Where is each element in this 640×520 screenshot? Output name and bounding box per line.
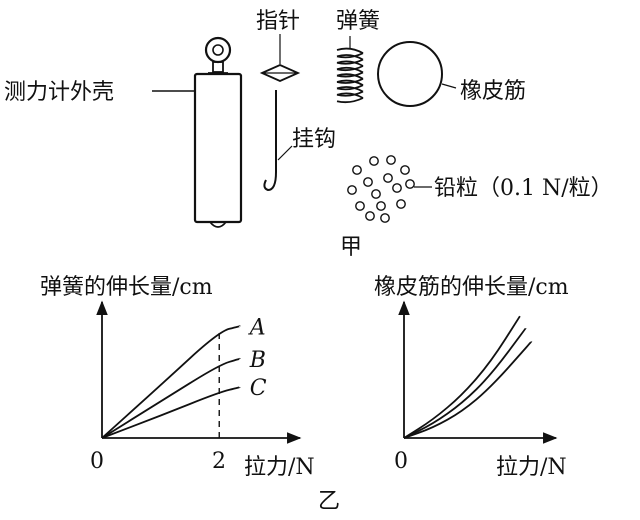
rubber-band-chart-xlabel: 拉力/N [496, 455, 567, 480]
lead-pellet [371, 189, 381, 199]
lead-pellet [363, 177, 373, 187]
spring-series-line-A [101, 325, 241, 439]
lead-pellet [386, 155, 396, 165]
hook-icon [263, 90, 277, 192]
pointer-icon [259, 64, 301, 82]
spring-chart-origin: 0 [90, 449, 104, 474]
spring-series-line-B [101, 357, 241, 439]
rubber-band-chart-series [403, 315, 533, 439]
spring-chart-x-tick-2: 2 [212, 449, 226, 474]
lead-pellet [376, 201, 386, 211]
lead-pellet [352, 165, 362, 175]
spring-series-label-B: B [249, 348, 266, 373]
spring-label: 弹簧 [336, 9, 380, 34]
part-yi-caption: 乙 [318, 489, 340, 514]
spring-series-label-C: C [250, 376, 267, 401]
spring-chart: 弹簧的伸长量/cm 0 2 拉力/N ABC [40, 275, 315, 480]
lead-pellet [365, 211, 375, 221]
spring-series-label-A: A [248, 315, 266, 340]
spring-series-line-C [101, 386, 241, 439]
rubber-band-label: 橡皮筋 [460, 79, 526, 104]
part-jia: 测力计外壳 指针 挂钩 弹簧 橡皮筋 铅粒（0.1 N/粒） 甲 [4, 9, 613, 260]
hook-label: 挂钩 [292, 127, 336, 152]
lead-pellet [383, 173, 393, 183]
spring-chart-xlabel: 拉力/N [244, 455, 315, 480]
rubber-band-chart: 橡皮筋的伸长量/cm 0 拉力/N [374, 275, 569, 480]
spring-chart-ylabel: 弹簧的伸长量/cm [40, 275, 213, 300]
lead-pellet [347, 185, 357, 195]
lead-pellet [380, 213, 390, 223]
hook-leader-line [277, 145, 293, 161]
rubber-band-chart-origin: 0 [394, 449, 408, 474]
lead-pellet [369, 156, 379, 166]
rubber-band-series-line [403, 340, 533, 439]
dynamometer-case-label: 测力计外壳 [4, 80, 114, 105]
rubber-band-series-line [403, 327, 527, 439]
lead-pellet [405, 179, 415, 189]
part-yi: 弹簧的伸长量/cm 0 2 拉力/N ABC 橡皮筋的伸长量/cm 0 拉力/N… [40, 275, 569, 514]
pointer-label: 指针 [256, 9, 300, 34]
lead-pellet [392, 183, 402, 193]
rubber-band-chart-ylabel: 橡皮筋的伸长量/cm [374, 275, 569, 300]
part-jia-caption: 甲 [340, 235, 362, 260]
lead-pellets-icon [347, 155, 415, 223]
lead-pellet [355, 201, 365, 211]
spring-coil [336, 47, 364, 104]
spring-icon [336, 36, 364, 104]
rubber-band-series-line [403, 315, 521, 439]
spring-chart-series: ABC [101, 315, 267, 439]
lead-pellets-label: 铅粒（0.1 N/粒） [434, 176, 613, 201]
lead-pellet [400, 165, 410, 175]
dynamometer-case [193, 36, 243, 228]
rubber-band-icon [377, 41, 443, 107]
rubber-band-leader-line [441, 83, 457, 89]
lead-pellet [396, 199, 406, 209]
